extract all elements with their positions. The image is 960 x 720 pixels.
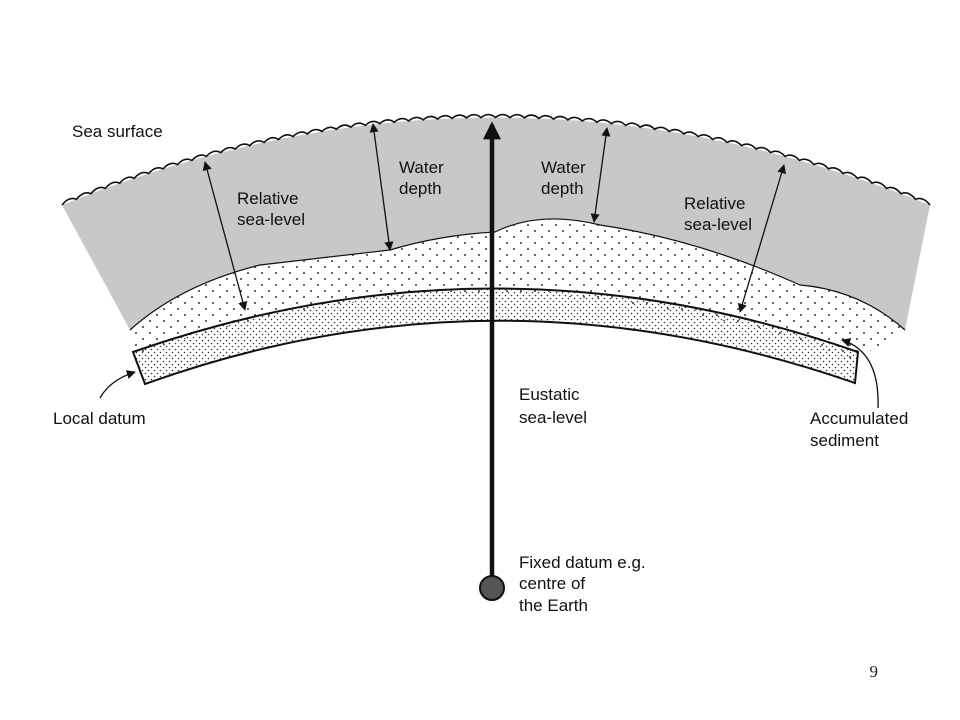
water-body: [62, 117, 930, 330]
water-depth-left-label-2: depth: [399, 179, 442, 198]
relative-sea-level-arrow-left: [202, 161, 248, 311]
local-datum-label: Local datum: [53, 409, 146, 428]
sea-surface-label: Sea surface: [72, 122, 163, 141]
relative-sea-level-right-label-1: Relative: [684, 194, 745, 213]
water-depth-right-label-1: Water: [541, 158, 586, 177]
water-depth-right-label-2: depth: [541, 179, 584, 198]
fixed-datum-label-3: the Earth: [519, 596, 588, 615]
fixed-datum-label-2: centre of: [519, 574, 585, 593]
water-depth-left-label-1: Water: [399, 158, 444, 177]
page-number: 9: [869, 662, 879, 681]
water-depth-arrow-right: [590, 127, 611, 223]
accumulated-sediment-pointer: [841, 338, 879, 409]
fixed-datum-label-1: Fixed datum e.g.: [519, 553, 646, 572]
relative-sea-level-left-label-1: Relative: [237, 189, 298, 208]
local-datum-band: [131, 287, 860, 386]
sea-surface-line: [61, 113, 931, 206]
accumulated-sediment-label-2: sediment: [810, 431, 879, 450]
sediment-surface-line: [129, 218, 906, 331]
eustatic-sea-level-label-2: sea-level: [519, 408, 587, 427]
earth-centre-datum: [479, 575, 505, 601]
eustatic-sea-level-label-1: Eustatic: [519, 385, 580, 404]
relative-sea-level-left-label-2: sea-level: [237, 210, 305, 229]
relative-sea-level-right-label-2: sea-level: [684, 215, 752, 234]
relative-sea-level-arrow-right: [737, 164, 787, 313]
local-datum-pointer: [99, 370, 136, 399]
water-depth-arrow-left: [369, 123, 394, 251]
accumulated-sediment-label-1: Accumulated: [810, 409, 908, 428]
